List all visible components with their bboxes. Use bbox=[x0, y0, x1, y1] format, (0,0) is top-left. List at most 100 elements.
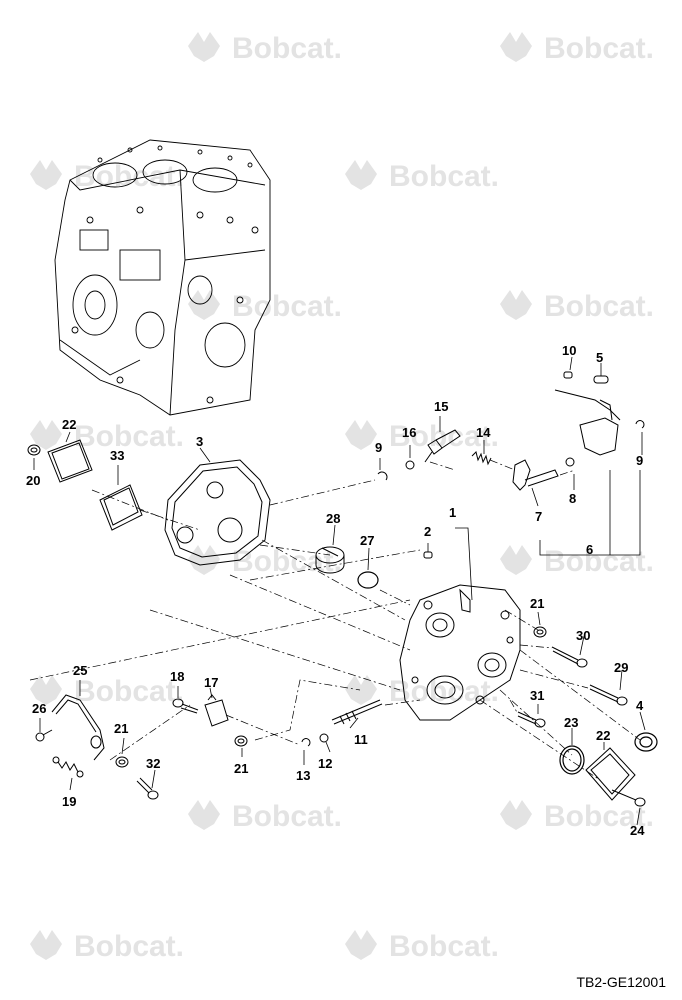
svg-text:Bobcat.: Bobcat. bbox=[74, 930, 184, 963]
callout-3: 3 bbox=[196, 434, 203, 449]
callout-12: 12 bbox=[318, 756, 332, 771]
part-16-washer bbox=[405, 460, 415, 470]
svg-text:Bobcat.: Bobcat. bbox=[544, 545, 654, 578]
svg-text:Bobcat.: Bobcat. bbox=[389, 930, 499, 963]
part-33-gasket bbox=[99, 484, 143, 531]
part-27-oring bbox=[357, 571, 379, 589]
callout-15: 15 bbox=[434, 399, 448, 414]
engine-block-illustration bbox=[54, 139, 271, 416]
callout-22b: 22 bbox=[596, 728, 610, 743]
callout-4: 4 bbox=[636, 698, 644, 713]
callout-27: 27 bbox=[360, 533, 374, 548]
part-3-gasket bbox=[164, 459, 271, 566]
part-21-nut bbox=[115, 756, 129, 768]
part-18-bolt bbox=[172, 698, 199, 714]
svg-text:Bobcat.: Bobcat. bbox=[389, 160, 499, 193]
part-28-cap bbox=[315, 546, 345, 574]
part-20-nut bbox=[27, 444, 41, 456]
svg-text:Bobcat.: Bobcat. bbox=[74, 420, 184, 453]
part-12-washer bbox=[319, 733, 329, 743]
part-13-clip bbox=[301, 738, 311, 747]
part-4-seal bbox=[634, 732, 658, 752]
callout-9a: 9 bbox=[375, 440, 382, 455]
watermark-logo-icon: Bobcat. bbox=[30, 675, 184, 708]
callout-7: 7 bbox=[535, 509, 542, 524]
part-29-bolt bbox=[589, 684, 628, 706]
callout-23: 23 bbox=[564, 715, 578, 730]
callout-18: 18 bbox=[170, 669, 184, 684]
svg-text:Bobcat.: Bobcat. bbox=[544, 32, 654, 65]
svg-text:Bobcat.: Bobcat. bbox=[232, 290, 342, 323]
watermark-layer: Bobcat. Bobcat. Bobcat. Bobcat. Bobcat. … bbox=[30, 32, 654, 963]
callout-1: 1 bbox=[449, 505, 456, 520]
callout-6: 6 bbox=[586, 542, 593, 557]
part-32-bolt bbox=[136, 777, 159, 800]
callout-13: 13 bbox=[296, 768, 310, 783]
part-21-nut bbox=[533, 626, 547, 638]
callout-8: 8 bbox=[569, 491, 576, 506]
part-21-nut bbox=[234, 735, 248, 747]
watermark-logo-icon: Bobcat. bbox=[500, 545, 654, 578]
callout-31: 31 bbox=[530, 688, 544, 703]
svg-text:Bobcat.: Bobcat. bbox=[232, 800, 342, 833]
watermark-logo-icon: Bobcat. bbox=[500, 290, 654, 323]
callout-21a: 21 bbox=[530, 596, 544, 611]
callout-25: 25 bbox=[73, 663, 87, 678]
part-17-lever bbox=[204, 694, 229, 727]
watermark-logo-icon: Bobcat. bbox=[500, 800, 654, 833]
watermark-logo-icon: Bobcat. bbox=[345, 930, 499, 963]
callout-30: 30 bbox=[576, 628, 590, 643]
callout-16: 16 bbox=[402, 425, 416, 440]
part-22-cover bbox=[47, 439, 93, 483]
part-10-pin bbox=[563, 371, 573, 379]
callout-33: 33 bbox=[110, 448, 124, 463]
part-24-bolt bbox=[611, 789, 646, 807]
part-8-washer bbox=[565, 457, 575, 467]
part-14-spring bbox=[471, 451, 492, 466]
leader-lines bbox=[33, 356, 646, 826]
part-25-bracket bbox=[51, 694, 105, 761]
svg-text:Bobcat.: Bobcat. bbox=[389, 420, 499, 453]
svg-text:Bobcat.: Bobcat. bbox=[544, 290, 654, 323]
callout-28: 28 bbox=[326, 511, 340, 526]
callout-19: 19 bbox=[62, 794, 76, 809]
callout-21c: 21 bbox=[234, 761, 248, 776]
watermark-logo-icon: Bobcat. bbox=[188, 290, 342, 323]
callout-21b: 21 bbox=[114, 721, 128, 736]
part-26-bolt bbox=[35, 729, 53, 742]
watermark-logo-icon: Bobcat. bbox=[500, 32, 654, 65]
callout-24: 24 bbox=[630, 823, 645, 838]
watermark-logo-icon: Bobcat. bbox=[188, 32, 342, 65]
part-11-shaft bbox=[331, 699, 383, 725]
assembly-lines bbox=[29, 459, 641, 781]
watermark-logo-icon: Bobcat. bbox=[188, 800, 342, 833]
callout-14: 14 bbox=[476, 425, 491, 440]
part-15-lever bbox=[424, 429, 461, 463]
part-5-pin bbox=[593, 375, 609, 384]
callouts: 1 2 3 4 5 6 7 8 9 9 10 11 12 13 14 15 16… bbox=[26, 343, 645, 838]
svg-text:Bobcat.: Bobcat. bbox=[232, 32, 342, 65]
callout-29: 29 bbox=[614, 660, 628, 675]
watermark-logo-icon: Bobcat. bbox=[30, 160, 184, 193]
part-7-arm bbox=[512, 459, 559, 491]
part-9-clip bbox=[377, 420, 645, 481]
part-23-oring bbox=[559, 745, 585, 775]
callout-5: 5 bbox=[596, 350, 603, 365]
svg-text:Bobcat.: Bobcat. bbox=[544, 800, 654, 833]
callout-20: 20 bbox=[26, 473, 40, 488]
part-31-bolt bbox=[517, 711, 546, 728]
watermark-logo-icon: Bobcat. bbox=[30, 420, 184, 453]
svg-text:Bobcat.: Bobcat. bbox=[74, 675, 184, 708]
callout-9b: 9 bbox=[636, 453, 643, 468]
part-2-dowel bbox=[423, 551, 433, 559]
callout-11: 11 bbox=[354, 732, 368, 747]
callout-22a: 22 bbox=[62, 417, 76, 432]
drawing-id-label: TB2-GE12001 bbox=[576, 974, 667, 990]
callout-17: 17 bbox=[204, 675, 218, 690]
part-22-rear-cover bbox=[585, 747, 636, 801]
part-30-bolt bbox=[551, 646, 588, 668]
callout-10: 10 bbox=[562, 343, 576, 358]
callout-26: 26 bbox=[32, 701, 46, 716]
part-19-spring bbox=[52, 756, 84, 778]
